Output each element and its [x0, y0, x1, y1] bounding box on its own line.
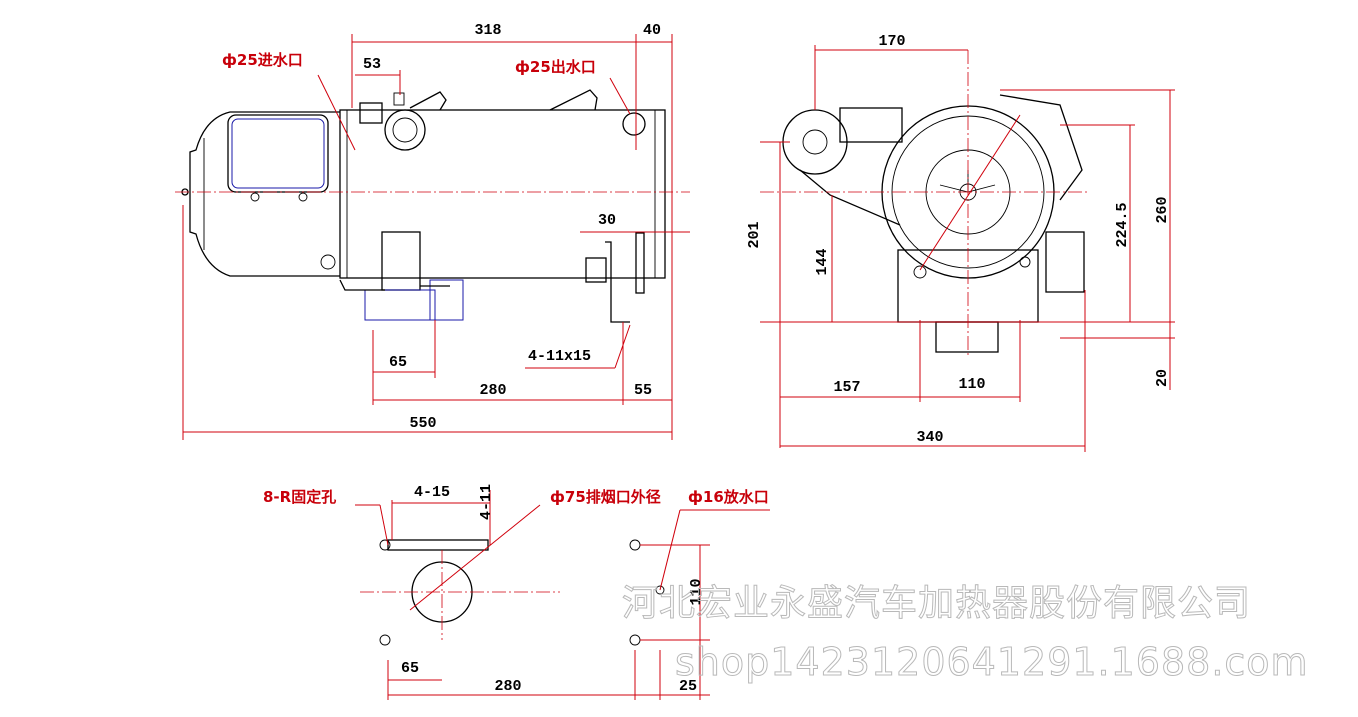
mount-hole — [379, 539, 391, 551]
base-plate-view — [355, 490, 770, 700]
pump-housing — [782, 109, 848, 175]
drain-hole — [655, 585, 665, 595]
burner-head — [189, 111, 340, 277]
dim-157: 157 — [833, 379, 860, 396]
inlet-pump — [384, 109, 426, 151]
dim-65-base: 65 — [401, 660, 419, 677]
dim-110-base: 110 — [688, 578, 705, 605]
dim-4-11: 4-11 — [478, 484, 495, 520]
side-view — [175, 34, 690, 440]
dim-170: 170 — [878, 33, 905, 50]
dim-40: 40 — [643, 22, 661, 39]
dim-340: 340 — [916, 429, 943, 446]
dim-4-15: 4-15 — [414, 484, 450, 501]
mount-hole — [379, 634, 391, 646]
dim-110-end: 110 — [958, 376, 985, 393]
dim-25-base: 25 — [679, 678, 697, 695]
water-pump — [381, 231, 421, 291]
label-exhaust: ф75排烟口外径 — [550, 488, 661, 506]
dim-318: 318 — [474, 22, 501, 39]
dim-260: 260 — [1154, 196, 1171, 223]
dim-550: 550 — [409, 415, 436, 432]
mount-hole — [629, 634, 641, 646]
label-outlet: ф25出水口 — [515, 58, 596, 76]
control-box — [227, 114, 329, 193]
watermark-company: 河北宏业永盛汽车加热器股份有限公司 — [622, 583, 1251, 624]
dim-55: 55 — [634, 382, 652, 399]
watermark-shop: shop1423120641291.1688.com — [675, 640, 1309, 684]
dim-201: 201 — [746, 221, 763, 248]
dim-53: 53 — [363, 56, 381, 73]
end-view — [760, 45, 1175, 452]
outlet-pipe — [622, 112, 646, 136]
dim-280: 280 — [479, 382, 506, 399]
heater-body — [339, 109, 666, 279]
dim-30: 30 — [598, 212, 616, 229]
dim-280-base: 280 — [494, 678, 521, 695]
label-drain: ф16放水口 — [688, 488, 769, 506]
dim-224-5: 224.5 — [1114, 202, 1131, 247]
label-inlet: ф25进水口 — [222, 51, 303, 69]
dim-20: 20 — [1154, 369, 1171, 387]
label-mount-slot: 4-11x15 — [528, 348, 591, 365]
mount-hole — [629, 539, 641, 551]
dim-144: 144 — [814, 248, 831, 275]
dim-65: 65 — [389, 354, 407, 371]
label-fix-holes: 8-R固定孔 — [263, 488, 336, 506]
